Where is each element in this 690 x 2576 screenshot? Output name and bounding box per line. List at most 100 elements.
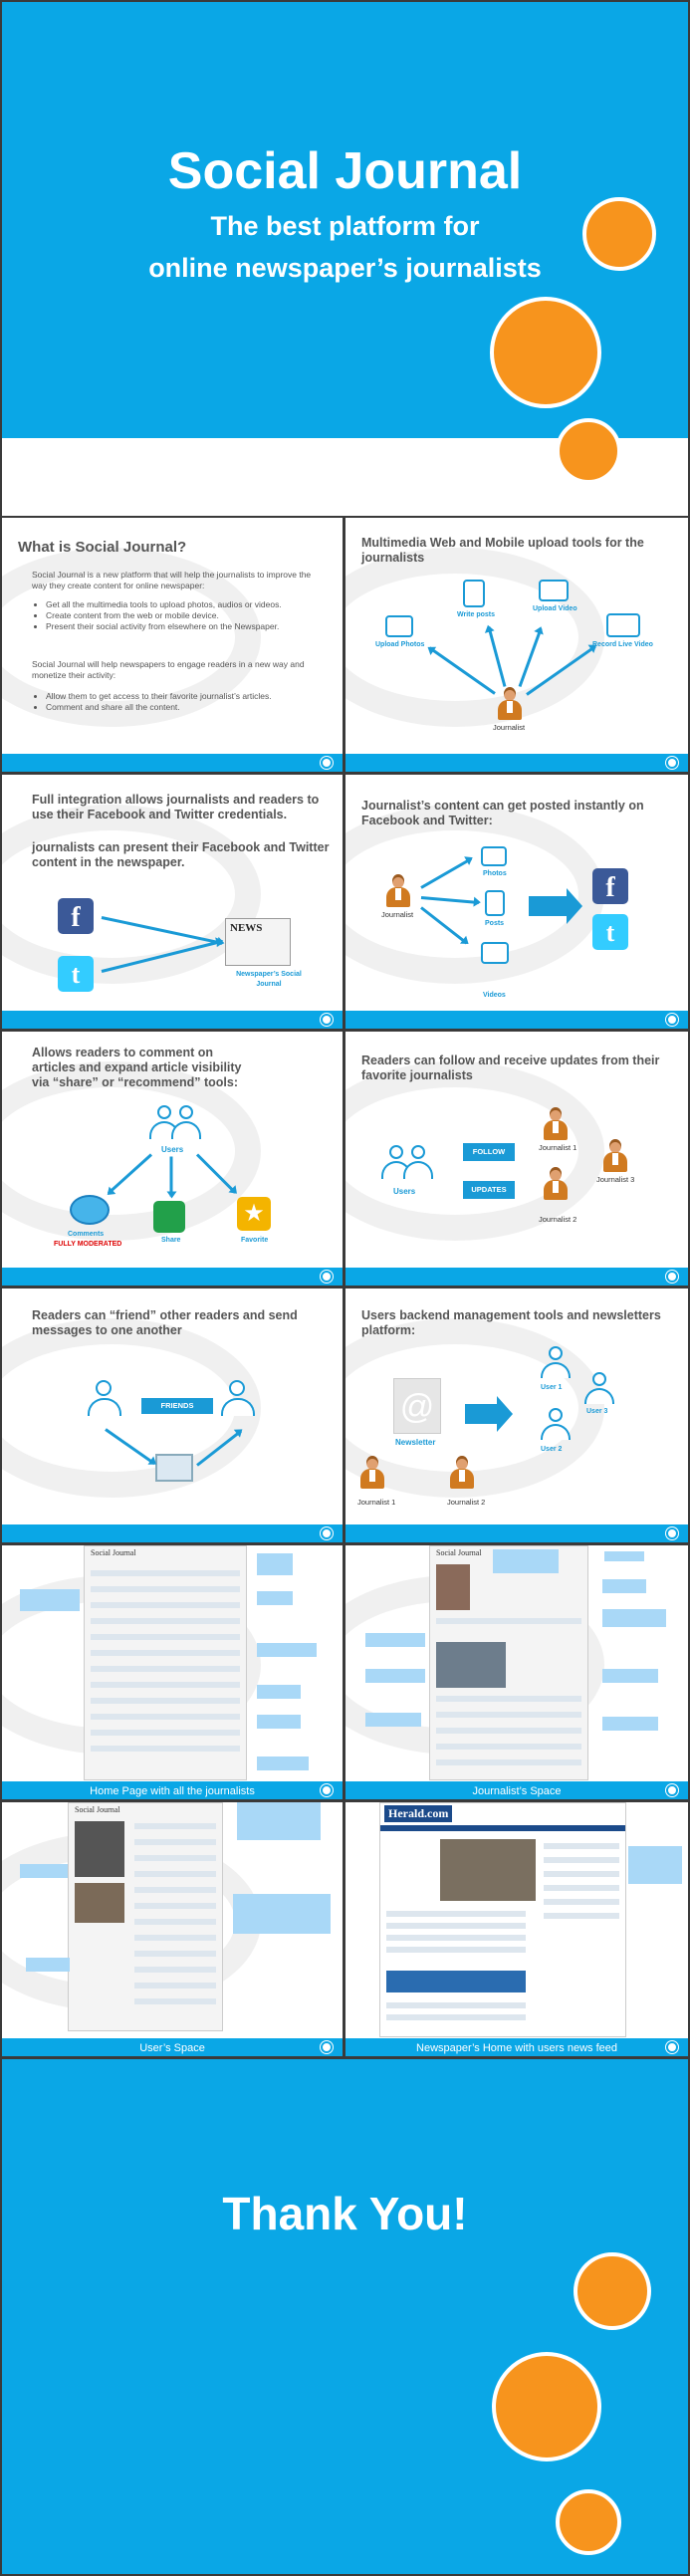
- document-icon: [485, 890, 505, 916]
- app-title: Social Journal: [91, 1548, 136, 1557]
- slide-heading-1: Full integration allows journalists and …: [32, 793, 320, 821]
- videos-label: Videos: [483, 992, 506, 999]
- document-icon: [463, 580, 485, 607]
- slide-dot-icon: [666, 1784, 678, 1796]
- journalist-space-screenshot: Social Journal: [429, 1545, 588, 1780]
- journalist-3-label: Journalist 3: [596, 1175, 635, 1184]
- slide-backend-tools[interactable]: Users backend management tools and newsl…: [345, 1288, 688, 1542]
- video-icon: [481, 942, 509, 964]
- twitter-icon: t: [58, 956, 94, 992]
- slide-footer-bar: Newspaper’s Home with users news feed: [345, 2038, 688, 2056]
- title-slide-footer: [2, 418, 688, 516]
- slide-what-is[interactable]: What is Social Journal? Social Journal i…: [2, 518, 343, 772]
- slide-follow-updates[interactable]: Readers can follow and receive updates f…: [345, 1032, 688, 1286]
- slide-dot-icon: [666, 2041, 678, 2053]
- journalist-1-avatar: [543, 1107, 569, 1141]
- record-live-label: Record Live Video: [592, 641, 653, 648]
- slide-home-page-screenshot[interactable]: Social Journal Home Page with all the jo…: [2, 1545, 343, 1799]
- annotation-note: [237, 1802, 321, 1840]
- annotation-note: [365, 1713, 421, 1727]
- annotation-note: [602, 1669, 658, 1683]
- user-3-icon: [584, 1370, 620, 1406]
- slide-caption: User’s Space: [139, 2042, 205, 2054]
- slide-dot-icon: [321, 1014, 333, 1026]
- bullet-list-1: Get all the multimedia tools to upload p…: [46, 599, 325, 632]
- slide-instant-posting[interactable]: Journalist’s content can get posted inst…: [345, 775, 688, 1029]
- orange-circle-3: [556, 418, 621, 484]
- orange-circle-3: [556, 2489, 621, 2555]
- upload-photos-label: Upload Photos: [375, 641, 425, 648]
- slide-dot-icon: [321, 1527, 333, 1539]
- bg-swirl: [345, 805, 604, 984]
- slide-integration[interactable]: Full integration allows journalists and …: [2, 775, 343, 1029]
- user-space-screenshot: Social Journal: [68, 1802, 223, 2031]
- journalist-1-label: Journalist 1: [539, 1143, 577, 1152]
- bg-swirl: [345, 548, 604, 727]
- annotation-note: [604, 1551, 644, 1561]
- facebook-icon: f: [58, 898, 94, 934]
- slide-journalist-space[interactable]: Social Journal Journalist’s Space: [345, 1545, 688, 1799]
- herald-logo: Herald.com: [384, 1805, 453, 1822]
- bg-swirl: [2, 805, 261, 984]
- slide-footer-bar: [345, 1268, 688, 1286]
- article-photo: [436, 1642, 506, 1688]
- journalist-avatar: [497, 687, 523, 721]
- slide-footer-bar: [345, 1524, 688, 1542]
- slide-friends[interactable]: Readers can “friend” other readers and s…: [2, 1288, 343, 1542]
- subtitle-line2: online newspaper’s journalists: [148, 253, 542, 283]
- slide-newspaper-home[interactable]: Herald.com Newspaper’s Home with users n…: [345, 1802, 688, 2056]
- bullet-item: Present their social activity from elsew…: [46, 621, 325, 632]
- orange-circle-2: [490, 297, 601, 408]
- orange-circle-2: [492, 2352, 601, 2461]
- second-paragraph: Social Journal will help newspapers to e…: [32, 659, 305, 680]
- journalist-2-label: Journalist 2: [447, 1498, 486, 1507]
- annotation-note: [365, 1633, 425, 1647]
- slide-user-space[interactable]: Social Journal User’s Space: [2, 1802, 343, 2056]
- user-icon-left: [88, 1378, 127, 1418]
- moderated-label: FULLY MODERATED: [54, 1241, 122, 1248]
- slide-footer-bar: Journalist’s Space: [345, 1781, 688, 1799]
- follow-label: FOLLOW: [472, 1147, 506, 1156]
- slide-heading: Allows readers to comment on articles an…: [32, 1046, 242, 1089]
- slide-footer-bar: [2, 1011, 343, 1029]
- title-slide[interactable]: Social Journal The best platform for onl…: [2, 2, 688, 438]
- annotation-note: [602, 1717, 658, 1731]
- big-arrow: [529, 888, 582, 924]
- title-text: Social Journal: [167, 142, 523, 200]
- bullet-item: Comment and share all the content.: [46, 702, 325, 713]
- journalist-label: Journalist: [381, 910, 414, 919]
- friends-arrow: FRIENDS: [141, 1398, 213, 1414]
- camera-icon: [385, 615, 413, 637]
- slide-footer-bar: [2, 1524, 343, 1542]
- slide-dot-icon: [321, 1784, 333, 1796]
- users-icon: [149, 1103, 209, 1143]
- users-label: Users: [393, 1187, 416, 1196]
- newspaper-caption: Newspaper’s Social Journal: [236, 971, 302, 988]
- annotation-note: [20, 1589, 80, 1611]
- slide-footer-bar: [2, 1268, 343, 1286]
- slide-heading-2: journalists can present their Facebook a…: [32, 840, 330, 869]
- annotation-note: [26, 1958, 70, 1972]
- slide-caption: Journalist’s Space: [472, 1785, 562, 1797]
- annotation-note: [628, 1846, 682, 1884]
- user-icon-right: [221, 1378, 261, 1418]
- users-icon: [381, 1143, 441, 1183]
- facebook-icon: f: [592, 868, 628, 904]
- intro-paragraph: Social Journal is a new platform that wi…: [32, 570, 312, 590]
- upload-video-label: Upload Video: [533, 605, 577, 612]
- twitter-icon: t: [592, 914, 628, 950]
- friends-label: FRIENDS: [160, 1401, 194, 1410]
- slide-multimedia-tools[interactable]: Multimedia Web and Mobile upload tools f…: [345, 518, 688, 772]
- thank-you-title: Thank You!: [222, 2188, 468, 2239]
- slide-footer-bar: User’s Space: [2, 2038, 343, 2056]
- follow-arrow: FOLLOW: [463, 1143, 515, 1161]
- slide-comment-share[interactable]: Allows readers to comment on articles an…: [2, 1032, 343, 1286]
- slide-heading: Journalist’s content can get posted inst…: [361, 799, 644, 827]
- journalist-1-avatar: [359, 1456, 385, 1490]
- slide-heading: Readers can follow and receive updates f…: [361, 1054, 660, 1082]
- orange-circle-1: [582, 197, 656, 271]
- slide-footer-bar: [345, 754, 688, 772]
- thank-you-slide[interactable]: Thank You!: [2, 2059, 688, 2574]
- user-photo: [75, 1821, 124, 1877]
